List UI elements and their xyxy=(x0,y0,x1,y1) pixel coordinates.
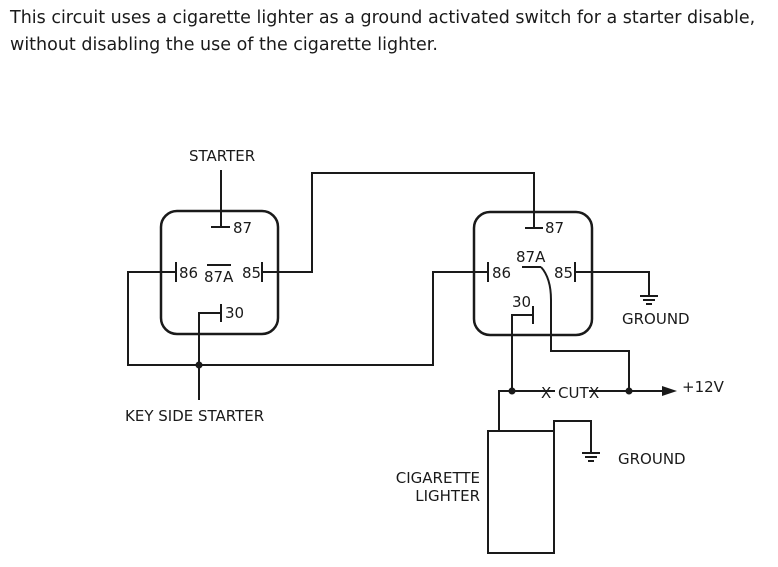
cut-mark-left: X xyxy=(541,384,551,402)
relay-left-pin-30-label: 30 xyxy=(225,304,244,322)
junction-key-side xyxy=(195,361,203,369)
relay-right-pin-86-label: 86 xyxy=(492,264,511,282)
relay-right-pin-87-label: 87 xyxy=(545,219,564,237)
wire-left-85-to-right-87 xyxy=(262,172,535,273)
wires xyxy=(127,170,677,452)
description-line-1: This circuit uses a cigarette lighter as… xyxy=(10,8,756,28)
relay-left-pin-87-label: 87 xyxy=(233,219,252,237)
relay-left: 87 86 87A 85 30 xyxy=(159,209,280,336)
relay-left-pin-85-label: 85 xyxy=(242,264,261,282)
label-starter: STARTER xyxy=(189,147,255,165)
wire-right-87a-to-12v xyxy=(540,266,630,391)
label-lighter-line-2: LIGHTER xyxy=(415,487,480,505)
arrow-12v xyxy=(662,386,677,396)
cut-label-background xyxy=(555,382,589,400)
relay-right-pin-30-label: 30 xyxy=(512,293,531,311)
wire-to-lighter xyxy=(498,390,512,431)
wire-left-86-to-right-86 xyxy=(127,271,488,366)
cigarette-lighter-body xyxy=(487,430,555,554)
ground-symbol-relay xyxy=(640,295,658,305)
description-line-2: without disabling the use of the cigaret… xyxy=(10,35,438,55)
relay-left-pin-86-label: 86 xyxy=(179,264,198,282)
relay-right-pin-85-label: 85 xyxy=(554,264,573,282)
relay-right-pin-87a-label: 87A xyxy=(516,248,546,266)
cut-mark-right: X xyxy=(589,384,599,402)
wire-lighter-to-ground xyxy=(553,420,592,452)
wire-left-30-to-key-side xyxy=(198,312,221,400)
wire-right-30-down xyxy=(511,314,533,391)
relay-right: 87 87A 86 85 30 xyxy=(472,210,594,337)
ground-symbol-lighter xyxy=(582,452,600,462)
junction-12v xyxy=(625,387,633,395)
label-lighter-line-1: CIGARETTE xyxy=(396,469,480,487)
label-key-side-starter: KEY SIDE STARTER xyxy=(125,407,264,425)
relay-left-pin-87a-label: 87A xyxy=(204,268,234,286)
description-text: This circuit uses a cigarette lighter as… xyxy=(10,5,778,59)
label-cut: CUT xyxy=(558,384,589,402)
wire-right-85-to-ground xyxy=(575,271,650,295)
label-plus-12v: +12V xyxy=(682,378,725,396)
label-ground-relay: GROUND xyxy=(622,310,690,328)
label-ground-lighter: GROUND xyxy=(618,450,686,468)
